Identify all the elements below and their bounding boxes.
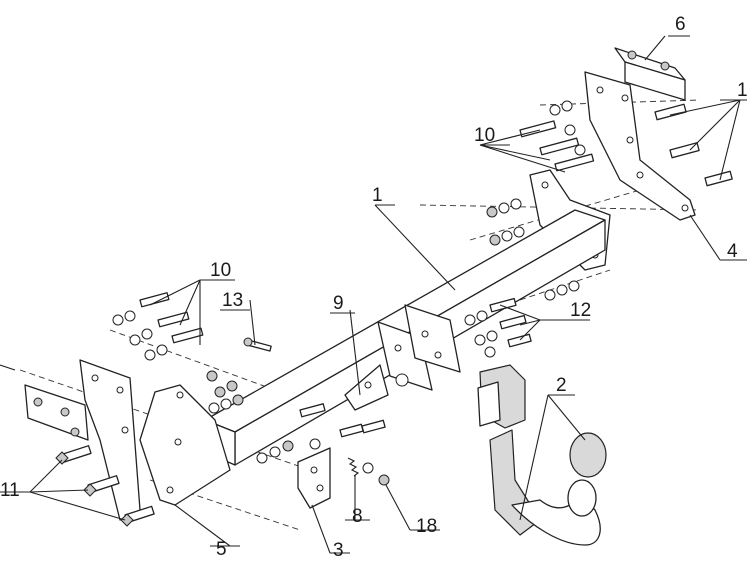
left-outer-plate (79, 359, 141, 521)
nuts-left-bracket (206, 370, 294, 464)
label-part-5: 5 (216, 539, 227, 560)
label-part-6: 6 (675, 14, 686, 35)
label-part-10-right: 10 (474, 125, 495, 146)
label-part-1-right: 1 (737, 80, 747, 101)
center-plates (377, 304, 461, 391)
bolts-left-upper (112, 292, 204, 361)
label-part-4: 4 (727, 241, 738, 262)
label-part-1-center: 1 (372, 185, 383, 206)
nuts-right-bracket (486, 198, 525, 246)
part-labels: 6 1 10 1 4 10 13 9 12 2 11 8 18 5 3 (0, 14, 747, 561)
label-part-9: 9 (333, 293, 344, 314)
left-spacer-plate (24, 384, 89, 441)
bolts-12 (464, 280, 580, 358)
bolts-left-lower (55, 445, 155, 527)
right-spacer-plate (614, 47, 686, 101)
label-part-10-left: 10 (210, 260, 231, 281)
leader-lines (0, 35, 747, 554)
nut-18 (378, 474, 390, 486)
label-part-12: 12 (570, 300, 591, 321)
label-part-11: 11 (0, 480, 20, 501)
socket-bracket (299, 364, 409, 450)
socket-plate (297, 447, 331, 509)
label-part-8: 8 (352, 506, 363, 527)
label-part-18: 18 (416, 516, 437, 537)
label-part-3: 3 (333, 540, 344, 561)
towball-holder (477, 364, 526, 429)
bolts-right-upper (519, 100, 733, 187)
spring (347, 457, 374, 477)
bolt-13 (243, 337, 272, 352)
towball (567, 432, 607, 517)
label-part-2: 2 (556, 375, 567, 396)
label-part-13: 13 (222, 290, 243, 311)
right-bracket-plate (584, 71, 696, 221)
left-bracket (139, 384, 231, 506)
